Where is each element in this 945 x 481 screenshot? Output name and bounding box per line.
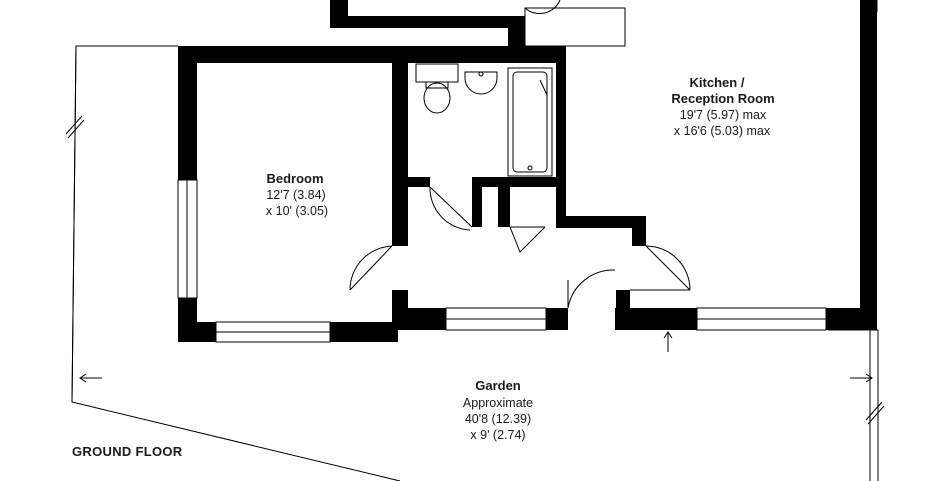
garden-dim1: 40'8 (12.39) [465, 412, 531, 426]
kitchen-name-line2: Reception Room [671, 91, 774, 106]
kitchen-dim1: 19'7 (5.97) max [680, 108, 767, 122]
bathroom-fixtures [415, 63, 553, 177]
bedroom-dim2: x 10' (3.05) [266, 204, 328, 218]
internal-walls [392, 46, 646, 330]
garden-boundary [65, 45, 885, 481]
floor-label: GROUND FLOOR [72, 444, 183, 459]
garden-label: Garden Approximate 40'8 (12.39) x 9' (2.… [463, 378, 533, 442]
bedroom-label: Bedroom 12'7 (3.84) x 10' (3.05) [266, 171, 328, 218]
upper-walls [330, 0, 878, 310]
garden-note: Approximate [463, 396, 533, 410]
bedroom-dim1: 12'7 (3.84) [266, 188, 325, 202]
kitchen-label: Kitchen / Reception Room 19'7 (5.97) max… [671, 75, 774, 138]
garden-name: Garden [475, 378, 521, 393]
doors [349, 186, 691, 309]
kitchen-dim2: x 16'6 (5.03) max [674, 124, 771, 138]
dimension-arrows [79, 331, 873, 383]
kitchen-name-line1: Kitchen / [690, 75, 745, 90]
bedroom-name: Bedroom [266, 171, 323, 186]
windows [177, 179, 827, 343]
garden-dim2: x 9' (2.74) [470, 428, 525, 442]
